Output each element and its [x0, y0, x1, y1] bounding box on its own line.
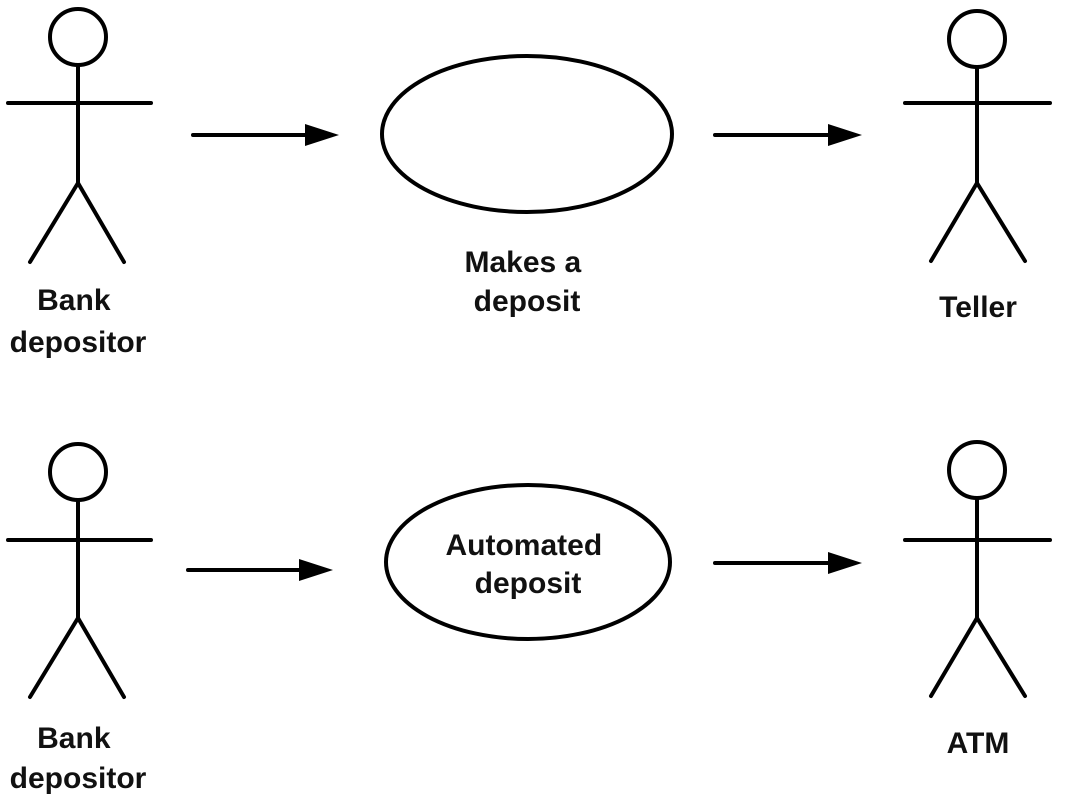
row-2: Bank depositor Automated deposit — [6, 440, 1052, 795]
arrow-actor-to-use-case-1 — [191, 124, 339, 146]
use-case-automated-deposit: Automated deposit — [384, 483, 672, 641]
use-case-label-line-1: Makes a — [464, 246, 581, 279]
actor-head — [48, 442, 108, 502]
row-1: Bank depositor Makes a deposit — [6, 7, 1052, 359]
actor-head — [947, 9, 1007, 69]
actor-label-line-1: Bank — [37, 722, 111, 755]
actor-label: ATM — [947, 727, 1010, 760]
actor-atm: ATM — [903, 440, 1052, 760]
arrowhead — [305, 124, 339, 146]
actor-head — [48, 7, 108, 67]
actor-label-line-1: Teller — [939, 291, 1017, 324]
use-case-label-line-2: deposit — [475, 567, 582, 600]
actor-label-line-1: ATM — [947, 727, 1010, 760]
actor-right-leg — [975, 181, 1027, 263]
arrowhead — [828, 552, 862, 574]
use-case-label-line-2: deposit — [474, 285, 581, 318]
actor-left-leg — [929, 616, 979, 698]
actor-label-line-2: depositor — [10, 326, 147, 359]
actor-head — [947, 440, 1007, 500]
actor-label-line-2: depositor — [10, 762, 147, 795]
use-case-ellipse — [384, 483, 672, 641]
actor-bank-depositor-1: Bank depositor — [6, 7, 153, 359]
arrow-use-case-to-actor-2 — [713, 552, 862, 574]
arrowhead — [299, 559, 333, 581]
actor-label: Teller — [939, 291, 1017, 324]
actor-teller: Teller — [903, 9, 1052, 324]
use-case-makes-a-deposit: Makes a deposit — [380, 54, 674, 318]
actor-bank-depositor-2: Bank depositor — [6, 442, 153, 795]
actor-right-leg — [975, 616, 1027, 698]
use-case-ellipse — [380, 54, 674, 214]
arrow-actor-to-use-case-2 — [186, 559, 333, 581]
actor-left-leg — [28, 616, 80, 699]
use-case-label: Makes a deposit — [464, 246, 589, 318]
actor-left-leg — [929, 181, 979, 263]
use-case-label: Automated deposit — [445, 529, 610, 600]
actor-right-leg — [76, 616, 126, 699]
actor-right-leg — [76, 181, 126, 264]
actor-left-leg — [28, 181, 80, 264]
actor-label: Bank depositor — [10, 284, 147, 359]
actor-label: Bank depositor — [10, 722, 147, 795]
arrow-use-case-to-actor-1 — [713, 124, 862, 146]
use-case-label-line-1: Automated — [445, 529, 602, 562]
actor-label-line-1: Bank — [37, 284, 111, 317]
arrowhead — [828, 124, 862, 146]
